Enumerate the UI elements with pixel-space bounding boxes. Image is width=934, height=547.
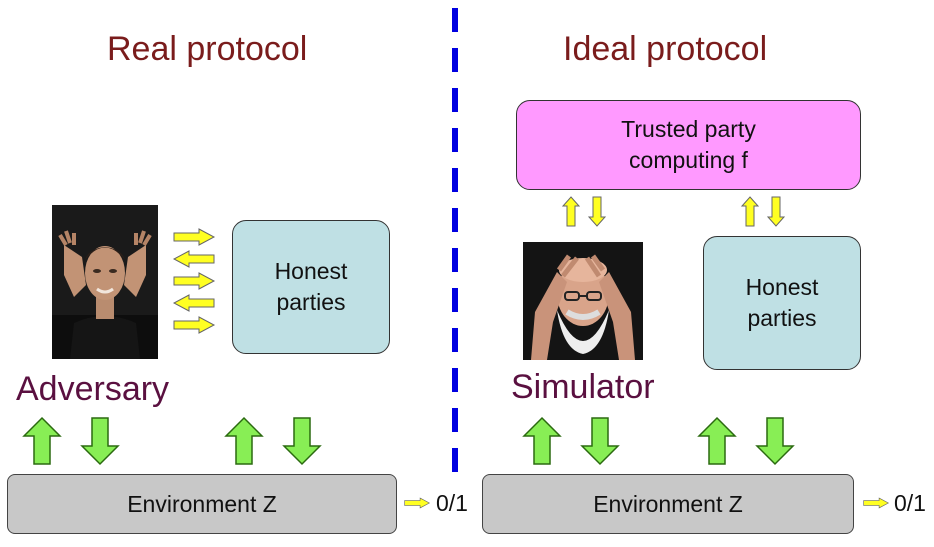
right-arrow-icon	[173, 228, 215, 246]
honest-env-arrows-ideal	[697, 414, 813, 468]
left-arrow-icon	[173, 250, 215, 268]
adversary-label: Adversary	[16, 370, 170, 408]
honest-parties-box-real: Honest parties	[232, 220, 390, 354]
down-arrow-icon	[756, 417, 794, 465]
right-arrow-icon	[173, 272, 215, 290]
down-arrow-icon	[81, 417, 119, 465]
honest-env-arrows-real	[224, 414, 340, 468]
output-arrow-icon	[404, 493, 430, 513]
output-ideal: 0/1	[894, 490, 926, 516]
down-arrow-icon	[588, 196, 606, 227]
output-real: 0/1	[436, 490, 468, 516]
ideal-protocol-title: Ideal protocol	[563, 30, 768, 68]
up-arrow-icon	[225, 417, 263, 465]
simulator-photo	[523, 242, 643, 360]
up-arrow-icon	[698, 417, 736, 465]
trusted-party-box: Trusted party computing f	[516, 100, 861, 190]
environment-box-ideal: Environment Z	[482, 474, 854, 534]
honest-trusted-arrows	[741, 196, 795, 228]
honest-parties-box-ideal: Honest parties	[703, 236, 861, 370]
simulator-env-arrows	[522, 414, 638, 468]
real-protocol-title: Real protocol	[107, 30, 308, 68]
up-arrow-icon	[523, 417, 561, 465]
exchange-arrows	[171, 228, 217, 340]
left-arrow-icon	[173, 294, 215, 312]
down-arrow-icon	[283, 417, 321, 465]
output-arrow-icon	[863, 493, 889, 513]
simulator-trusted-arrows	[562, 196, 616, 228]
adversary-photo	[52, 205, 158, 359]
up-arrow-icon	[741, 196, 759, 227]
down-arrow-icon	[767, 196, 785, 227]
dashed-divider	[452, 8, 458, 488]
adversary-env-arrows	[22, 414, 138, 468]
environment-box-real: Environment Z	[7, 474, 397, 534]
up-arrow-icon	[23, 417, 61, 465]
down-arrow-icon	[581, 417, 619, 465]
right-arrow-icon	[173, 316, 215, 334]
up-arrow-icon	[562, 196, 580, 227]
simulator-label: Simulator	[511, 368, 655, 406]
